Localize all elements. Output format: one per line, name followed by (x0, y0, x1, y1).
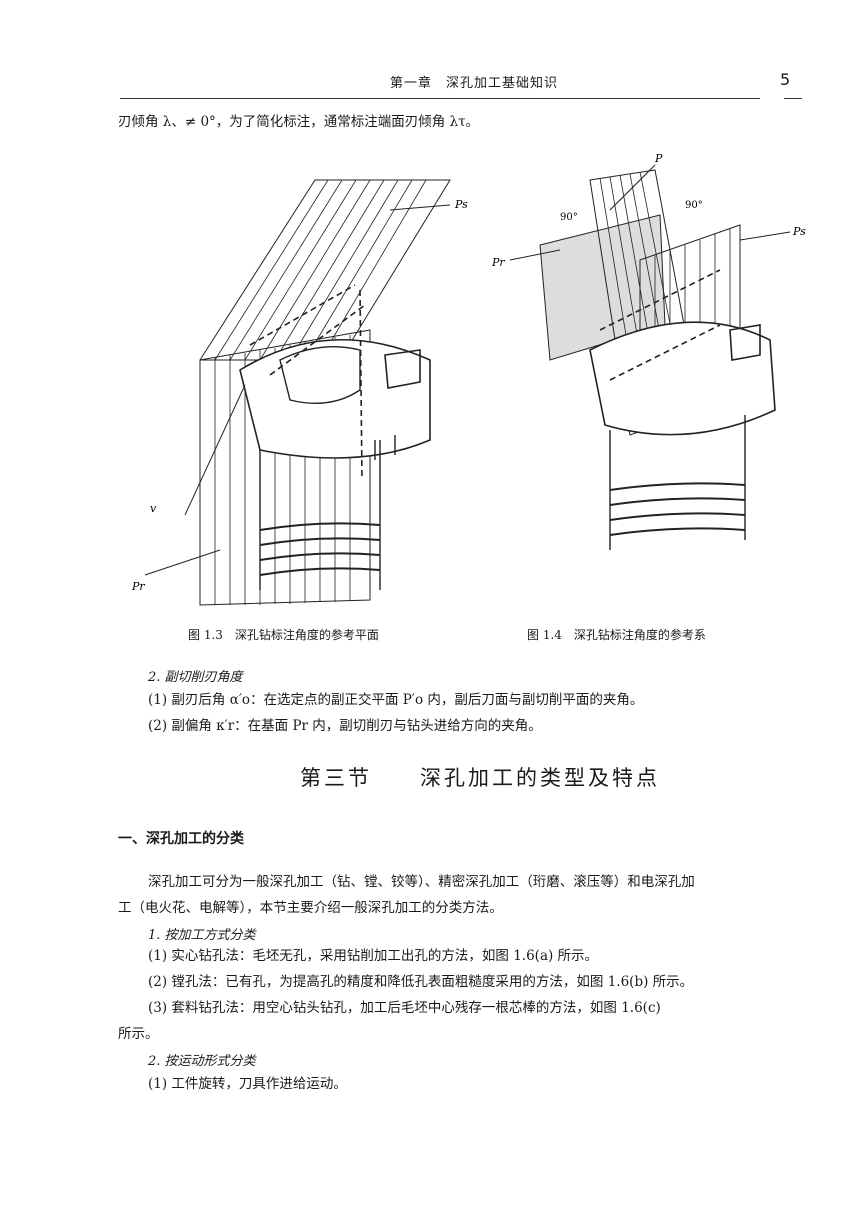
label-v: v (150, 502, 157, 515)
intro-line: 刃倾角 λ、≠ 0°，为了简化标注，通常标注端面刃倾角 λτ。 (118, 114, 480, 130)
caption-fig-1-3: 图 1.3 深孔钻标注角度的参考平面 (188, 628, 379, 642)
label-angle-1: 90° (560, 212, 578, 223)
method-item-3-line-1: (3) 套料钻孔法：用空心钻头钻孔，加工后毛坯中心残存一根芯棒的方法，如图 1.… (148, 1000, 661, 1016)
sub-edge-heading: 2. 副切削刃角度 (148, 670, 243, 685)
sub-edge-item-2: (2) 副偏角 κ′r：在基面 Pr 内，副切削刃与钻头进给方向的夹角。 (148, 718, 542, 734)
figure-1-4: P 90° 90° Ps Pr (491, 152, 806, 550)
method-item-3-line-2: 所示。 (118, 1026, 159, 1042)
figure-1-3: Ps v Pr (131, 179, 468, 606)
label-p: P (654, 152, 663, 165)
method-item-1: (1) 实心钻孔法：毛坯无孔，采用钻削加工出孔的方法，如图 1.6(a) 所示。 (148, 948, 599, 964)
v-arrow (184, 384, 246, 516)
paragraph-line-1: 深孔加工可分为一般深孔加工（钻、镗、铰等）、精密深孔加工（珩磨、滚压等）和电深孔… (148, 874, 695, 890)
header-rule (120, 98, 760, 99)
sub-edge-item-1: (1) 副刃后角 α′o：在选定点的副正交平面 P′o 内，副后刀面与副切削平面… (148, 692, 644, 708)
section-title: 第三节 深孔加工的类型及特点 (300, 766, 660, 790)
section-subtitle: 一、深孔加工的分类 (118, 831, 244, 847)
page-number: 5 (780, 70, 791, 89)
label-angle-2: 90° (685, 200, 703, 211)
method-heading-1: 1. 按加工方式分类 (148, 928, 256, 943)
thread (259, 522, 381, 576)
header-rule-right (784, 98, 802, 99)
label-pr: Pr (491, 256, 505, 269)
drill-head (239, 338, 431, 459)
plane-pr (199, 329, 371, 606)
method-heading-2: 2. 按运动形式分类 (148, 1054, 256, 1069)
method-item-2: (2) 镗孔法：已有孔，为提高孔的精度和降低孔表面粗糙度采用的方法，如图 1.6… (148, 974, 694, 990)
running-header: 第一章 深孔加工基础知识 (390, 76, 559, 91)
label-ps: Ps (792, 225, 806, 238)
thread (609, 482, 746, 536)
caption-fig-1-4: 图 1.4 深孔钻标注角度的参考系 (527, 628, 706, 642)
paragraph-line-2: 工（电火花、电解等），本节主要介绍一般深孔加工的分类方法。 (118, 900, 503, 916)
label-pr: Pr (131, 580, 145, 593)
motion-item-1: (1) 工件旋转，刀具作进给运动。 (148, 1076, 347, 1092)
label-ps: Ps (454, 198, 468, 211)
p-arrow (609, 164, 656, 211)
